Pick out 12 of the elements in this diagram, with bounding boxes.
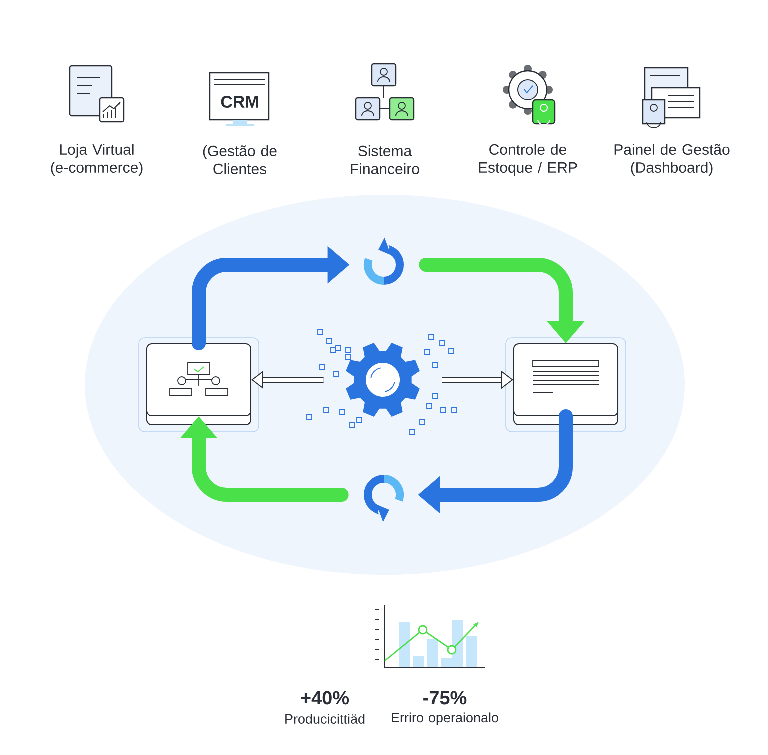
stat-caption: Erriro operaionalo — [392, 712, 498, 726]
stat-value: +40% — [301, 691, 350, 705]
stat-value: -75% — [424, 691, 467, 705]
icon-caption: Sistema Financeiro — [351, 146, 420, 174]
icon-caption: Loja Virtual (e-commerce) — [51, 144, 143, 176]
screen-box — [506, 338, 626, 432]
gear-icon — [346, 343, 420, 417]
screen-box — [138, 338, 260, 432]
icon-caption: Controle de Estoque / ERP — [479, 144, 578, 176]
icon-caption: (Gestão de Clientes — [203, 146, 277, 174]
icon-caption: Painel de Gestão (Dashboard) — [614, 144, 730, 176]
stat-caption: Producicittiäd — [286, 714, 365, 724]
